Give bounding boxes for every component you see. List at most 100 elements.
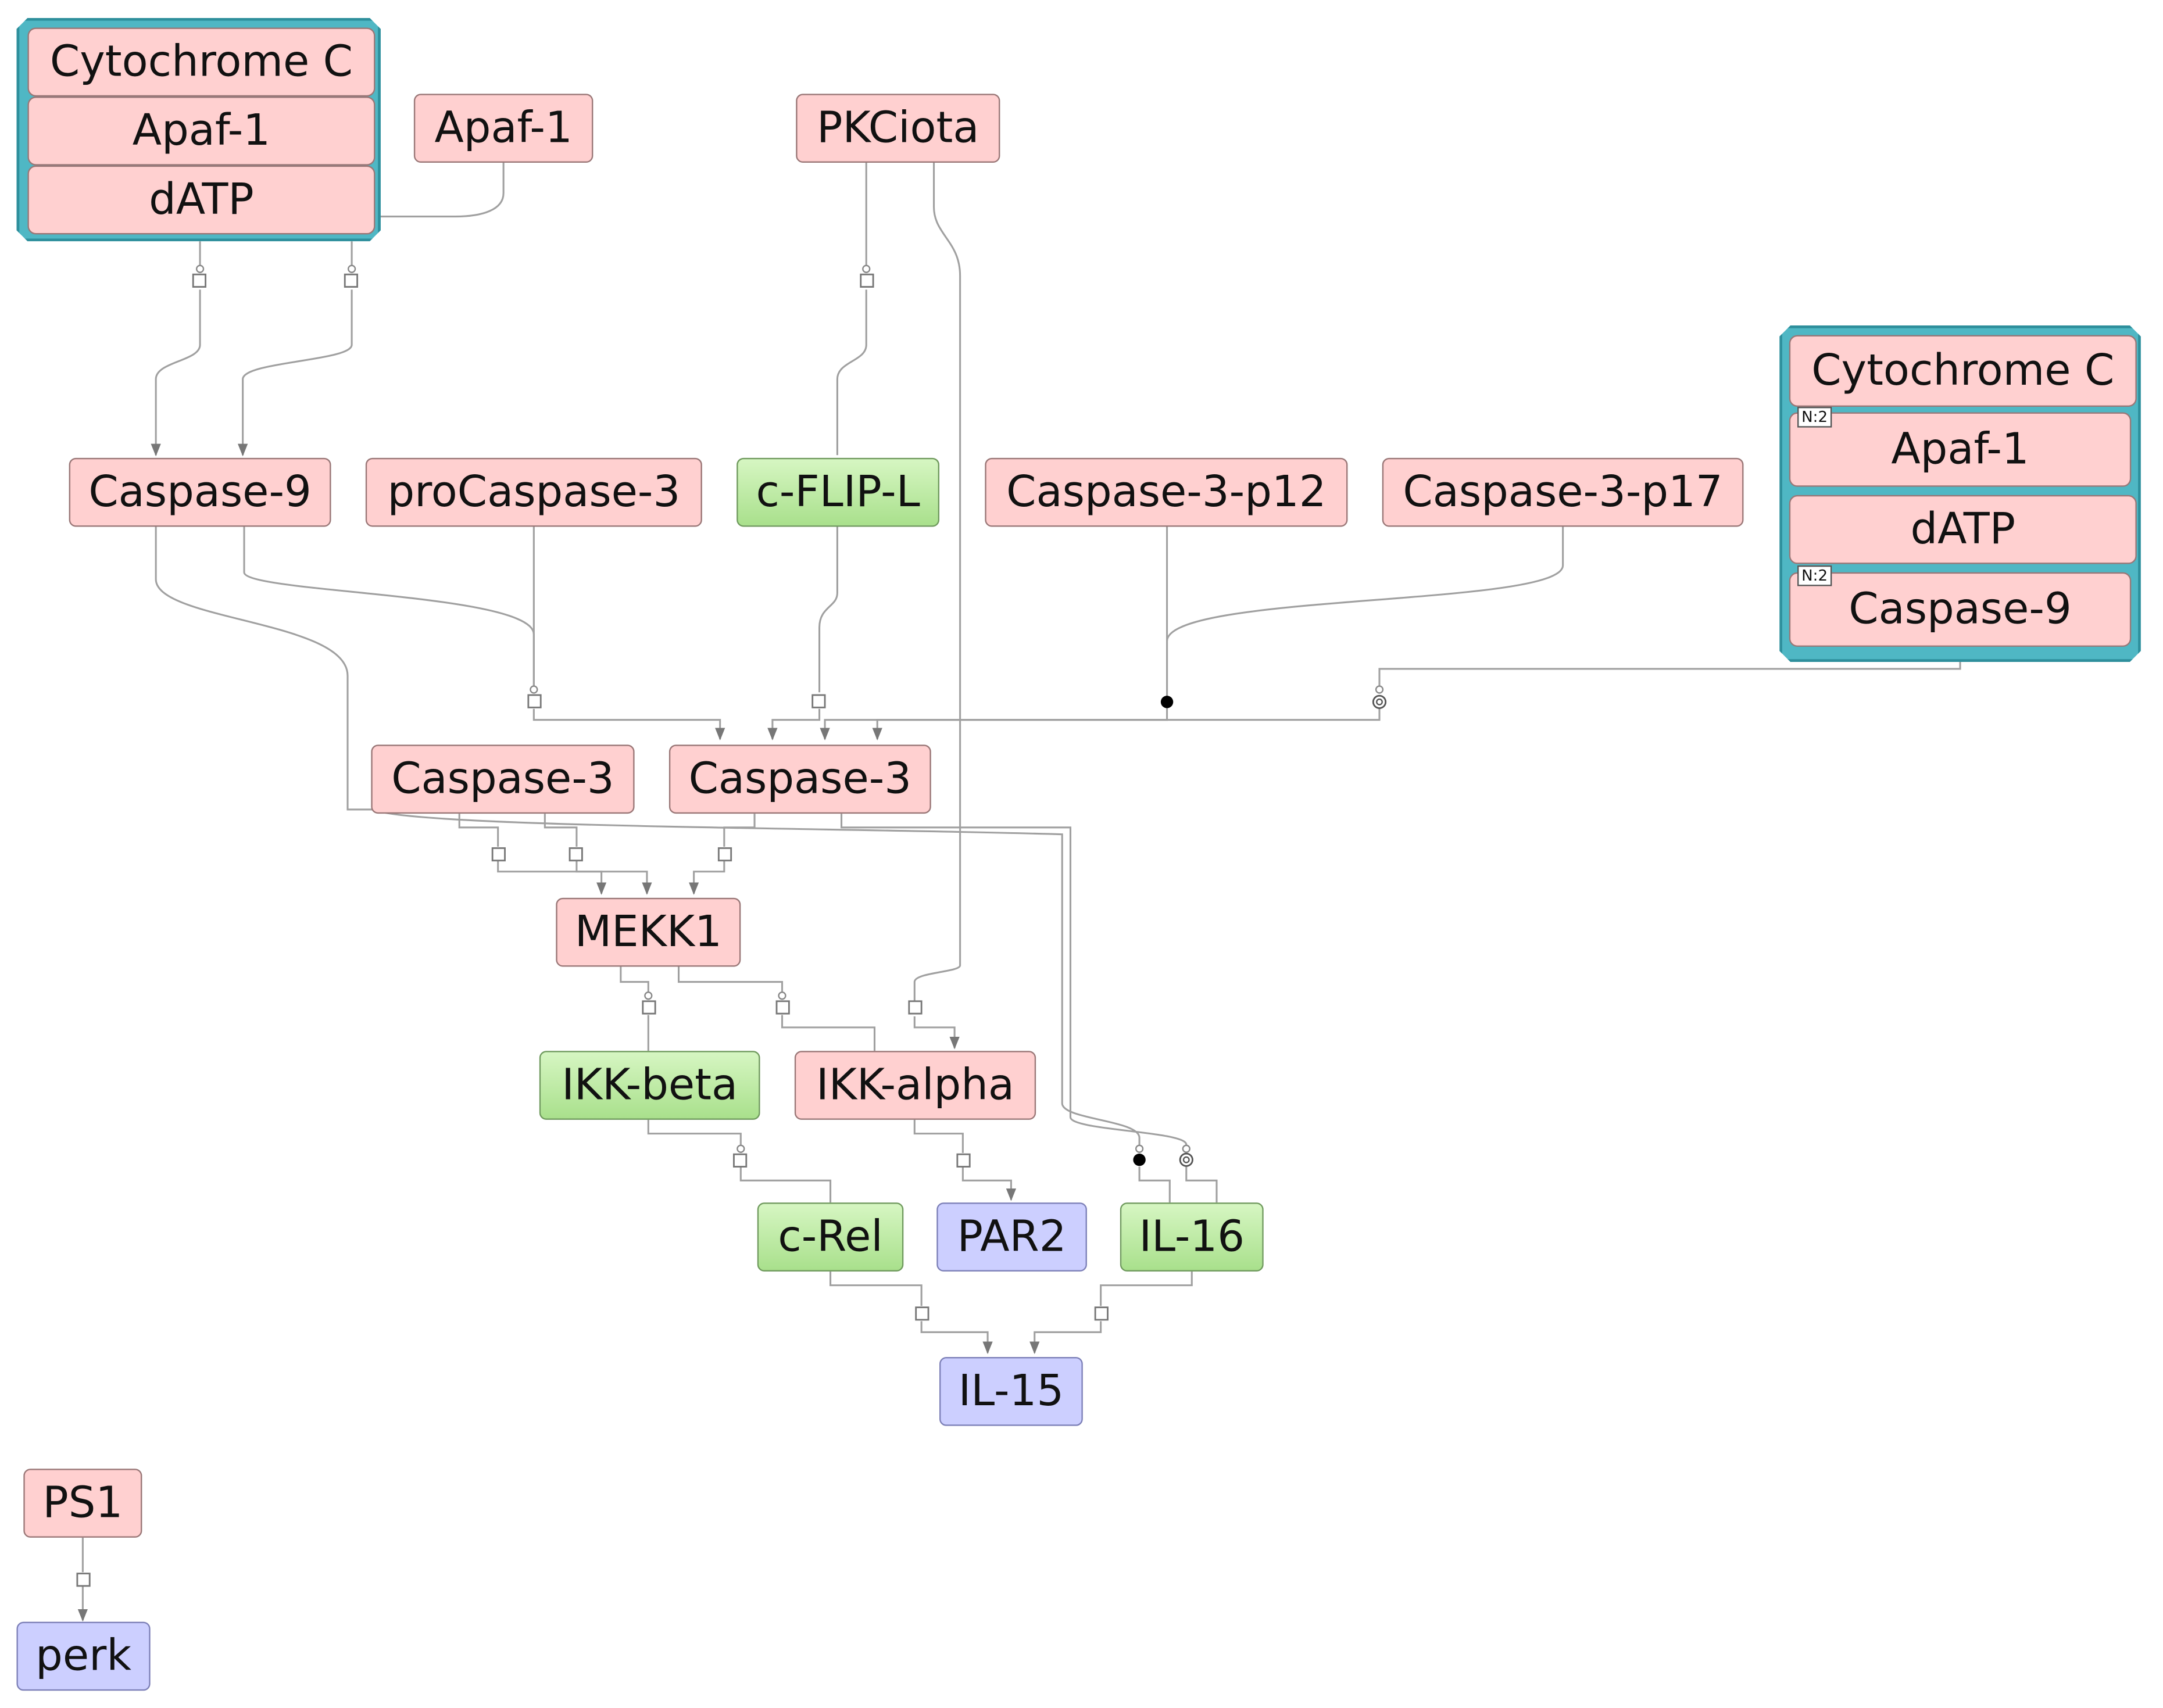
process-node: [733, 1153, 748, 1168]
member-label: dATP: [1910, 504, 2016, 554]
process-node: [569, 847, 583, 862]
node-cflipl[interactable]: c-FLIP-L: [737, 457, 940, 527]
node-par2[interactable]: PAR2: [936, 1202, 1087, 1272]
node-label: Caspase-3-p12: [1006, 467, 1327, 517]
node-label: IL-16: [1139, 1211, 1245, 1262]
node-label: IKK-beta: [562, 1059, 738, 1110]
node-ikk-alpha[interactable]: IKK-alpha: [794, 1051, 1036, 1120]
edge-caspase9-to-caspase3: [155, 527, 373, 811]
complex-member-apaf1[interactable]: Apaf-1: [1789, 412, 2132, 487]
node-caspase3-left[interactable]: Caspase-3: [371, 744, 635, 814]
port-marker: [862, 264, 871, 273]
complex-top-left[interactable]: Cytochrome C Apaf-1 dATP: [16, 17, 381, 242]
edge-casp3-to-il16-a: [372, 808, 1141, 1153]
node-label: Caspase-3: [688, 753, 912, 804]
process-node: [1094, 1306, 1109, 1321]
node-apaf1[interactable]: Apaf-1: [413, 94, 594, 163]
member-label: Cytochrome C: [49, 37, 353, 87]
node-label: PAR2: [957, 1211, 1067, 1262]
process-node: [915, 1306, 929, 1321]
edge-ikkalpha-to-par2: [913, 1119, 1011, 1200]
member-label: dATP: [149, 175, 254, 225]
process-node: [527, 694, 542, 708]
complex-member-datp[interactable]: dATP: [27, 165, 376, 235]
edge-complex-to-caspase9: [156, 241, 201, 455]
node-label: proCaspase-3: [387, 467, 681, 517]
complex-member-apaf1[interactable]: Apaf-1: [27, 96, 376, 166]
edge-right-complex: [877, 659, 1961, 739]
node-ps1[interactable]: PS1: [23, 1469, 142, 1538]
edge-cflip: [773, 527, 838, 739]
edge-apaf1-branch: [243, 241, 353, 455]
node-label: IL-15: [958, 1366, 1064, 1416]
port-marker: [644, 991, 653, 1000]
multimer-badge: N:2: [1797, 565, 1832, 586]
node-caspase3-p17[interactable]: Caspase-3-p17: [1382, 457, 1744, 527]
node-label: Caspase-3: [391, 753, 614, 804]
process-node: [908, 1000, 923, 1015]
edge-il16-side-b: [1185, 1166, 1218, 1203]
process-node: [860, 273, 874, 288]
edge-crel-to-il15: [830, 1271, 988, 1353]
node-c-rel[interactable]: c-Rel: [757, 1202, 904, 1272]
catalysis-marker: [1160, 696, 1174, 708]
process-node: [956, 1153, 971, 1168]
edge-il16-to-il15: [1035, 1271, 1193, 1353]
node-caspase3-p12[interactable]: Caspase-3-p12: [985, 457, 1348, 527]
process-node: [192, 273, 207, 288]
node-label: MEKK1: [574, 907, 722, 957]
edge-pkciota-to-ikkalpha: [913, 163, 960, 1048]
complex-right[interactable]: Cytochrome C Apaf-1 N:2 dATP Caspase-9 N…: [1779, 325, 2141, 663]
multimer-badge: N:2: [1797, 407, 1832, 428]
port-marker: [1182, 1144, 1190, 1153]
edge-p12: [825, 527, 1168, 739]
catalysis-marker: [1133, 1154, 1146, 1166]
node-pkciota[interactable]: PKCiota: [796, 94, 1000, 163]
port-marker: [1135, 1144, 1144, 1153]
node-il16[interactable]: IL-16: [1120, 1202, 1264, 1272]
edge-il16-side-a: [1138, 1166, 1171, 1203]
node-ikk-beta[interactable]: IKK-beta: [539, 1051, 760, 1120]
edge-mekk1-to-ikkbeta: [620, 965, 649, 1051]
member-label: Caspase-9: [1849, 585, 2072, 635]
complex-member-cytochrome-c[interactable]: Cytochrome C: [27, 27, 376, 97]
modulation-marker-inner: [1182, 1156, 1190, 1163]
node-label: perk: [35, 1631, 131, 1681]
edge-apaf1-to-caspase9: [379, 163, 505, 218]
node-label: IKK-alpha: [816, 1059, 1014, 1110]
member-label: Apaf-1: [1891, 424, 2029, 475]
edge-ikkbeta-to-crel: [647, 1119, 832, 1203]
node-label: c-Rel: [778, 1211, 883, 1262]
port-marker: [347, 264, 356, 273]
process-node: [344, 273, 359, 288]
node-caspase3-right[interactable]: Caspase-3: [668, 744, 931, 814]
process-node: [717, 847, 732, 862]
edge-p17: [1166, 527, 1564, 697]
node-perk[interactable]: perk: [16, 1621, 151, 1691]
edge-mekk1-to-ikkalpha: [677, 965, 876, 1051]
edge-casp3a-to-mekk1-2: [544, 814, 647, 894]
process-node: [491, 847, 506, 862]
port-marker: [195, 264, 205, 273]
modulation-marker-inner: [1376, 698, 1383, 706]
member-label: Cytochrome C: [1811, 346, 2115, 396]
node-procaspase3[interactable]: proCaspase-3: [365, 457, 702, 527]
node-il15[interactable]: IL-15: [939, 1357, 1083, 1426]
node-label: c-FLIP-L: [756, 467, 920, 517]
edge-caspase9-to-caspase3b: [243, 527, 720, 739]
complex-member-cytochrome-c[interactable]: Cytochrome C: [1789, 335, 2137, 407]
edge-casp3-to-il16-b: [840, 814, 1188, 1153]
complex-member-datp[interactable]: dATP: [1789, 495, 2137, 564]
node-mekk1[interactable]: MEKK1: [556, 897, 741, 967]
node-label: PS1: [42, 1477, 123, 1528]
process-node: [811, 694, 826, 708]
complex-member-caspase9[interactable]: Caspase-9: [1789, 572, 2132, 647]
process-node: [775, 1000, 790, 1015]
node-caspase9[interactable]: Caspase-9: [69, 457, 331, 527]
port-marker: [530, 685, 538, 694]
member-label: Apaf-1: [132, 106, 271, 156]
port-marker: [1375, 685, 1384, 694]
port-marker: [778, 991, 786, 1000]
